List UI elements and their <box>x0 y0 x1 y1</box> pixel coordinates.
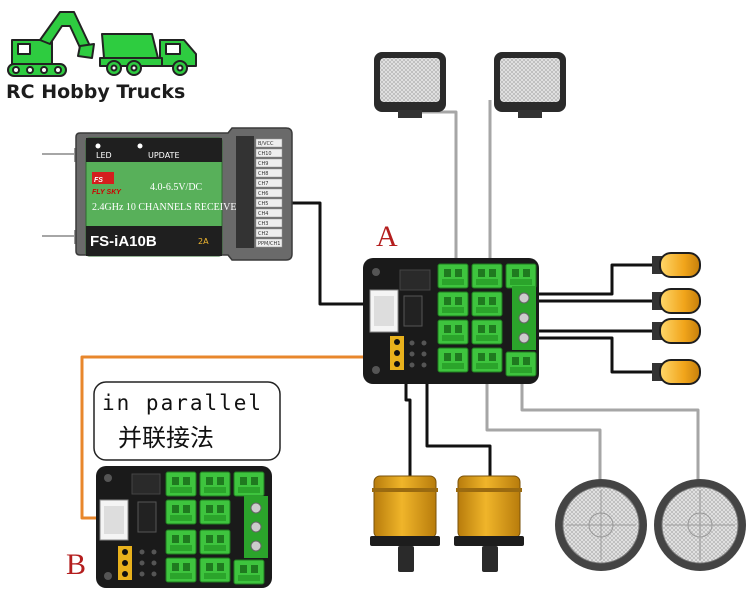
receiver-pin-slot <box>255 228 283 238</box>
terminal-block <box>471 319 503 345</box>
receiver-pin-label: B/VCC <box>258 141 274 147</box>
terminal-block <box>199 471 231 497</box>
receiver-brand-text: FLY SKY <box>92 189 122 196</box>
terminal-block <box>437 263 469 289</box>
terminal-block <box>471 291 503 317</box>
board-b <box>96 466 272 588</box>
board-a <box>363 258 539 384</box>
top-light-right <box>494 52 566 118</box>
wires <box>80 100 700 520</box>
beacon-left <box>370 475 440 572</box>
amber-led-marker <box>652 252 701 278</box>
wire-parallel <box>80 355 398 520</box>
terminal-block <box>165 499 197 525</box>
receiver-pin-slot <box>255 138 283 148</box>
parallel-label-en: in parallel <box>102 391 263 415</box>
wire-round-light-right <box>520 370 700 480</box>
terminal-block <box>199 499 231 525</box>
led-markers <box>652 252 701 385</box>
receiver-pin-label: CH2 <box>258 231 268 237</box>
receiver-brand-mark: FS <box>94 177 103 184</box>
receiver-pin-label: CH5 <box>258 201 268 207</box>
receiver-pin-label: CH6 <box>258 191 268 197</box>
wire-beacon-left <box>404 370 412 478</box>
receiver-pin-slot <box>255 208 283 218</box>
terminal-block <box>437 291 469 317</box>
round-light-left <box>555 479 647 571</box>
parallel-callout: in parallel 并联接法 <box>93 381 281 461</box>
receiver-pin-slot <box>255 158 283 168</box>
receiver-update-label: UPDATE <box>148 151 180 160</box>
receiver-pin-label: CH3 <box>258 221 268 227</box>
receiver-voltage: 4.0-6.5V/DC <box>150 182 203 193</box>
terminal-block <box>165 557 197 583</box>
board-a-label: A <box>376 220 398 253</box>
receiver-model: FS-iA10B <box>90 233 157 250</box>
terminal-block <box>233 559 265 585</box>
wire-led-1 <box>524 263 656 296</box>
terminal-block <box>471 347 503 373</box>
terminal-block <box>437 319 469 345</box>
receiver-led-label: LED <box>96 151 112 160</box>
receiver-pin-slot <box>255 218 283 228</box>
receiver-pin-label: CH7 <box>258 181 268 187</box>
parallel-label-cn: 并联接法 <box>118 424 214 452</box>
board-b-label: B <box>66 548 86 581</box>
receiver-pin-label: PPM/CH1 <box>258 241 280 247</box>
wire-led-4 <box>524 336 656 374</box>
board-a-terminals <box>437 263 537 377</box>
amber-led-marker <box>652 288 701 314</box>
terminal-block <box>437 347 469 373</box>
top-light-left <box>374 52 446 118</box>
terminal-block <box>233 471 265 497</box>
dump-truck-icon <box>99 33 197 76</box>
receiver-pin-label: CH4 <box>258 211 268 217</box>
receiver-pin-slot <box>255 168 283 178</box>
terminal-block <box>505 351 537 377</box>
beacon-right <box>454 475 524 572</box>
wire-receiver-to-a <box>284 201 376 306</box>
receiver-pin-label: CH8 <box>258 171 268 177</box>
wire-round-light-left <box>485 370 602 480</box>
terminal-block <box>471 263 503 289</box>
board-b-terminals <box>165 471 265 585</box>
terminal-block <box>199 529 231 555</box>
terminal-block <box>165 471 197 497</box>
logo: RC Hobby Trucks <box>6 11 197 103</box>
amber-led-marker <box>652 318 701 344</box>
excavator-icon <box>7 11 95 77</box>
receiver-pin-label: CH10 <box>258 151 272 157</box>
terminal-block <box>199 557 231 583</box>
amber-led-marker <box>652 359 701 385</box>
wire-top-light-left <box>410 110 458 266</box>
receiver-pin-slot <box>255 188 283 198</box>
receiver-pin-slot <box>255 148 283 158</box>
receiver-pin-slot <box>255 198 283 208</box>
receiver-frequency: 2.4GHz 10 CHANNELS RECEIVER <box>92 202 243 213</box>
receiver-rating: 2A <box>198 237 209 246</box>
receiver-pin-label: CH9 <box>258 161 268 167</box>
receiver: LED UPDATE FS FLY SKY 4.0-6.5V/DC 2.4GHz… <box>42 127 293 261</box>
wire-beacon-right <box>425 370 492 478</box>
receiver-pin-slot <box>255 178 283 188</box>
terminal-block <box>505 263 537 289</box>
receiver-pin-slot <box>255 238 283 248</box>
logo-text: RC Hobby Trucks <box>6 81 185 103</box>
round-light-right <box>654 479 746 571</box>
terminal-block <box>165 529 197 555</box>
